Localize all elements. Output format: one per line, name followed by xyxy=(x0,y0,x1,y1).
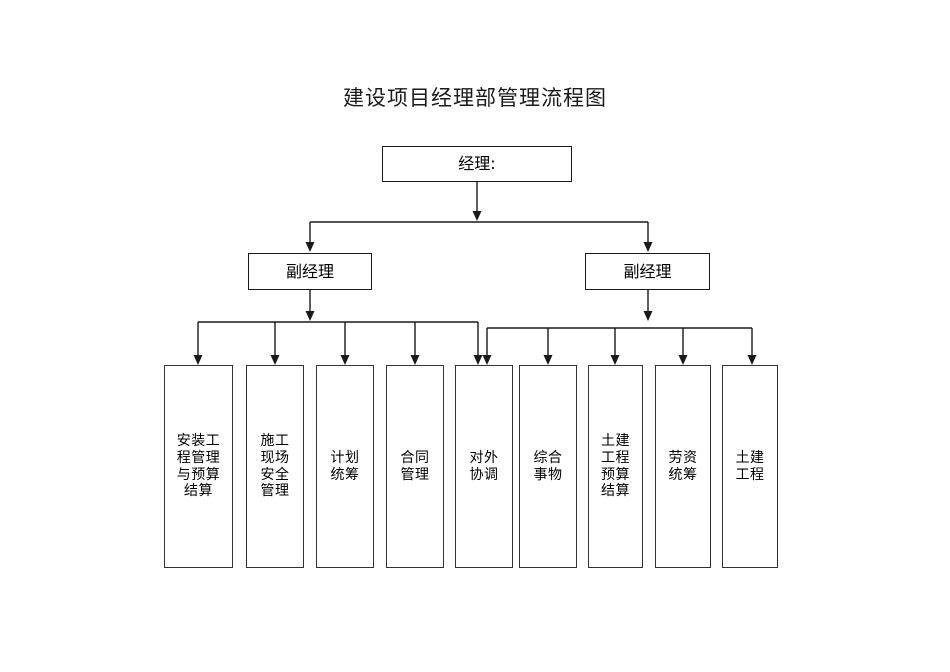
node-deputy-manager-left-label: 副经理 xyxy=(285,261,334,281)
node-leaf-1-label: 安装工 程管理 与预算 结算 xyxy=(176,433,221,500)
node-leaf-7-label: 土建 工程 预算 结算 xyxy=(601,433,630,500)
node-leaf-4-label: 合同 管理 xyxy=(400,449,430,483)
node-general-affairs[interactable]: 综合 事物 xyxy=(519,365,577,568)
page-title: 建设项目经理部管理流程图 xyxy=(343,86,607,110)
node-installation-engineering-budget[interactable]: 安装工 程管理 与预算 结算 xyxy=(164,365,233,568)
node-deputy-manager-right[interactable]: 副经理 xyxy=(585,253,710,290)
node-civil-engineering[interactable]: 土建 工程 xyxy=(722,365,778,568)
node-leaf-5-label: 对外 协调 xyxy=(469,449,499,483)
node-deputy-manager-right-label: 副经理 xyxy=(623,261,672,281)
node-leaf-3-label: 计划 统筹 xyxy=(330,449,360,483)
node-manager[interactable]: 经理: xyxy=(382,146,572,182)
node-leaf-6-label: 综合 事物 xyxy=(533,449,563,483)
node-site-safety-management[interactable]: 施工 现场 安全 管理 xyxy=(246,365,304,568)
node-external-coordination[interactable]: 对外 协调 xyxy=(455,365,513,568)
node-planning-coordination[interactable]: 计划 统筹 xyxy=(316,365,374,568)
node-contract-management[interactable]: 合同 管理 xyxy=(386,365,444,568)
node-leaf-9-label: 土建 工程 xyxy=(735,449,765,483)
node-manager-label: 经理: xyxy=(458,154,496,173)
node-leaf-2-label: 施工 现场 安全 管理 xyxy=(260,433,290,500)
node-labor-wages-coordination[interactable]: 劳资 统筹 xyxy=(655,365,711,568)
node-civil-engineering-budget[interactable]: 土建 工程 预算 结算 xyxy=(588,365,643,568)
node-leaf-8-label: 劳资 统筹 xyxy=(668,449,698,483)
node-deputy-manager-left[interactable]: 副经理 xyxy=(248,253,372,290)
